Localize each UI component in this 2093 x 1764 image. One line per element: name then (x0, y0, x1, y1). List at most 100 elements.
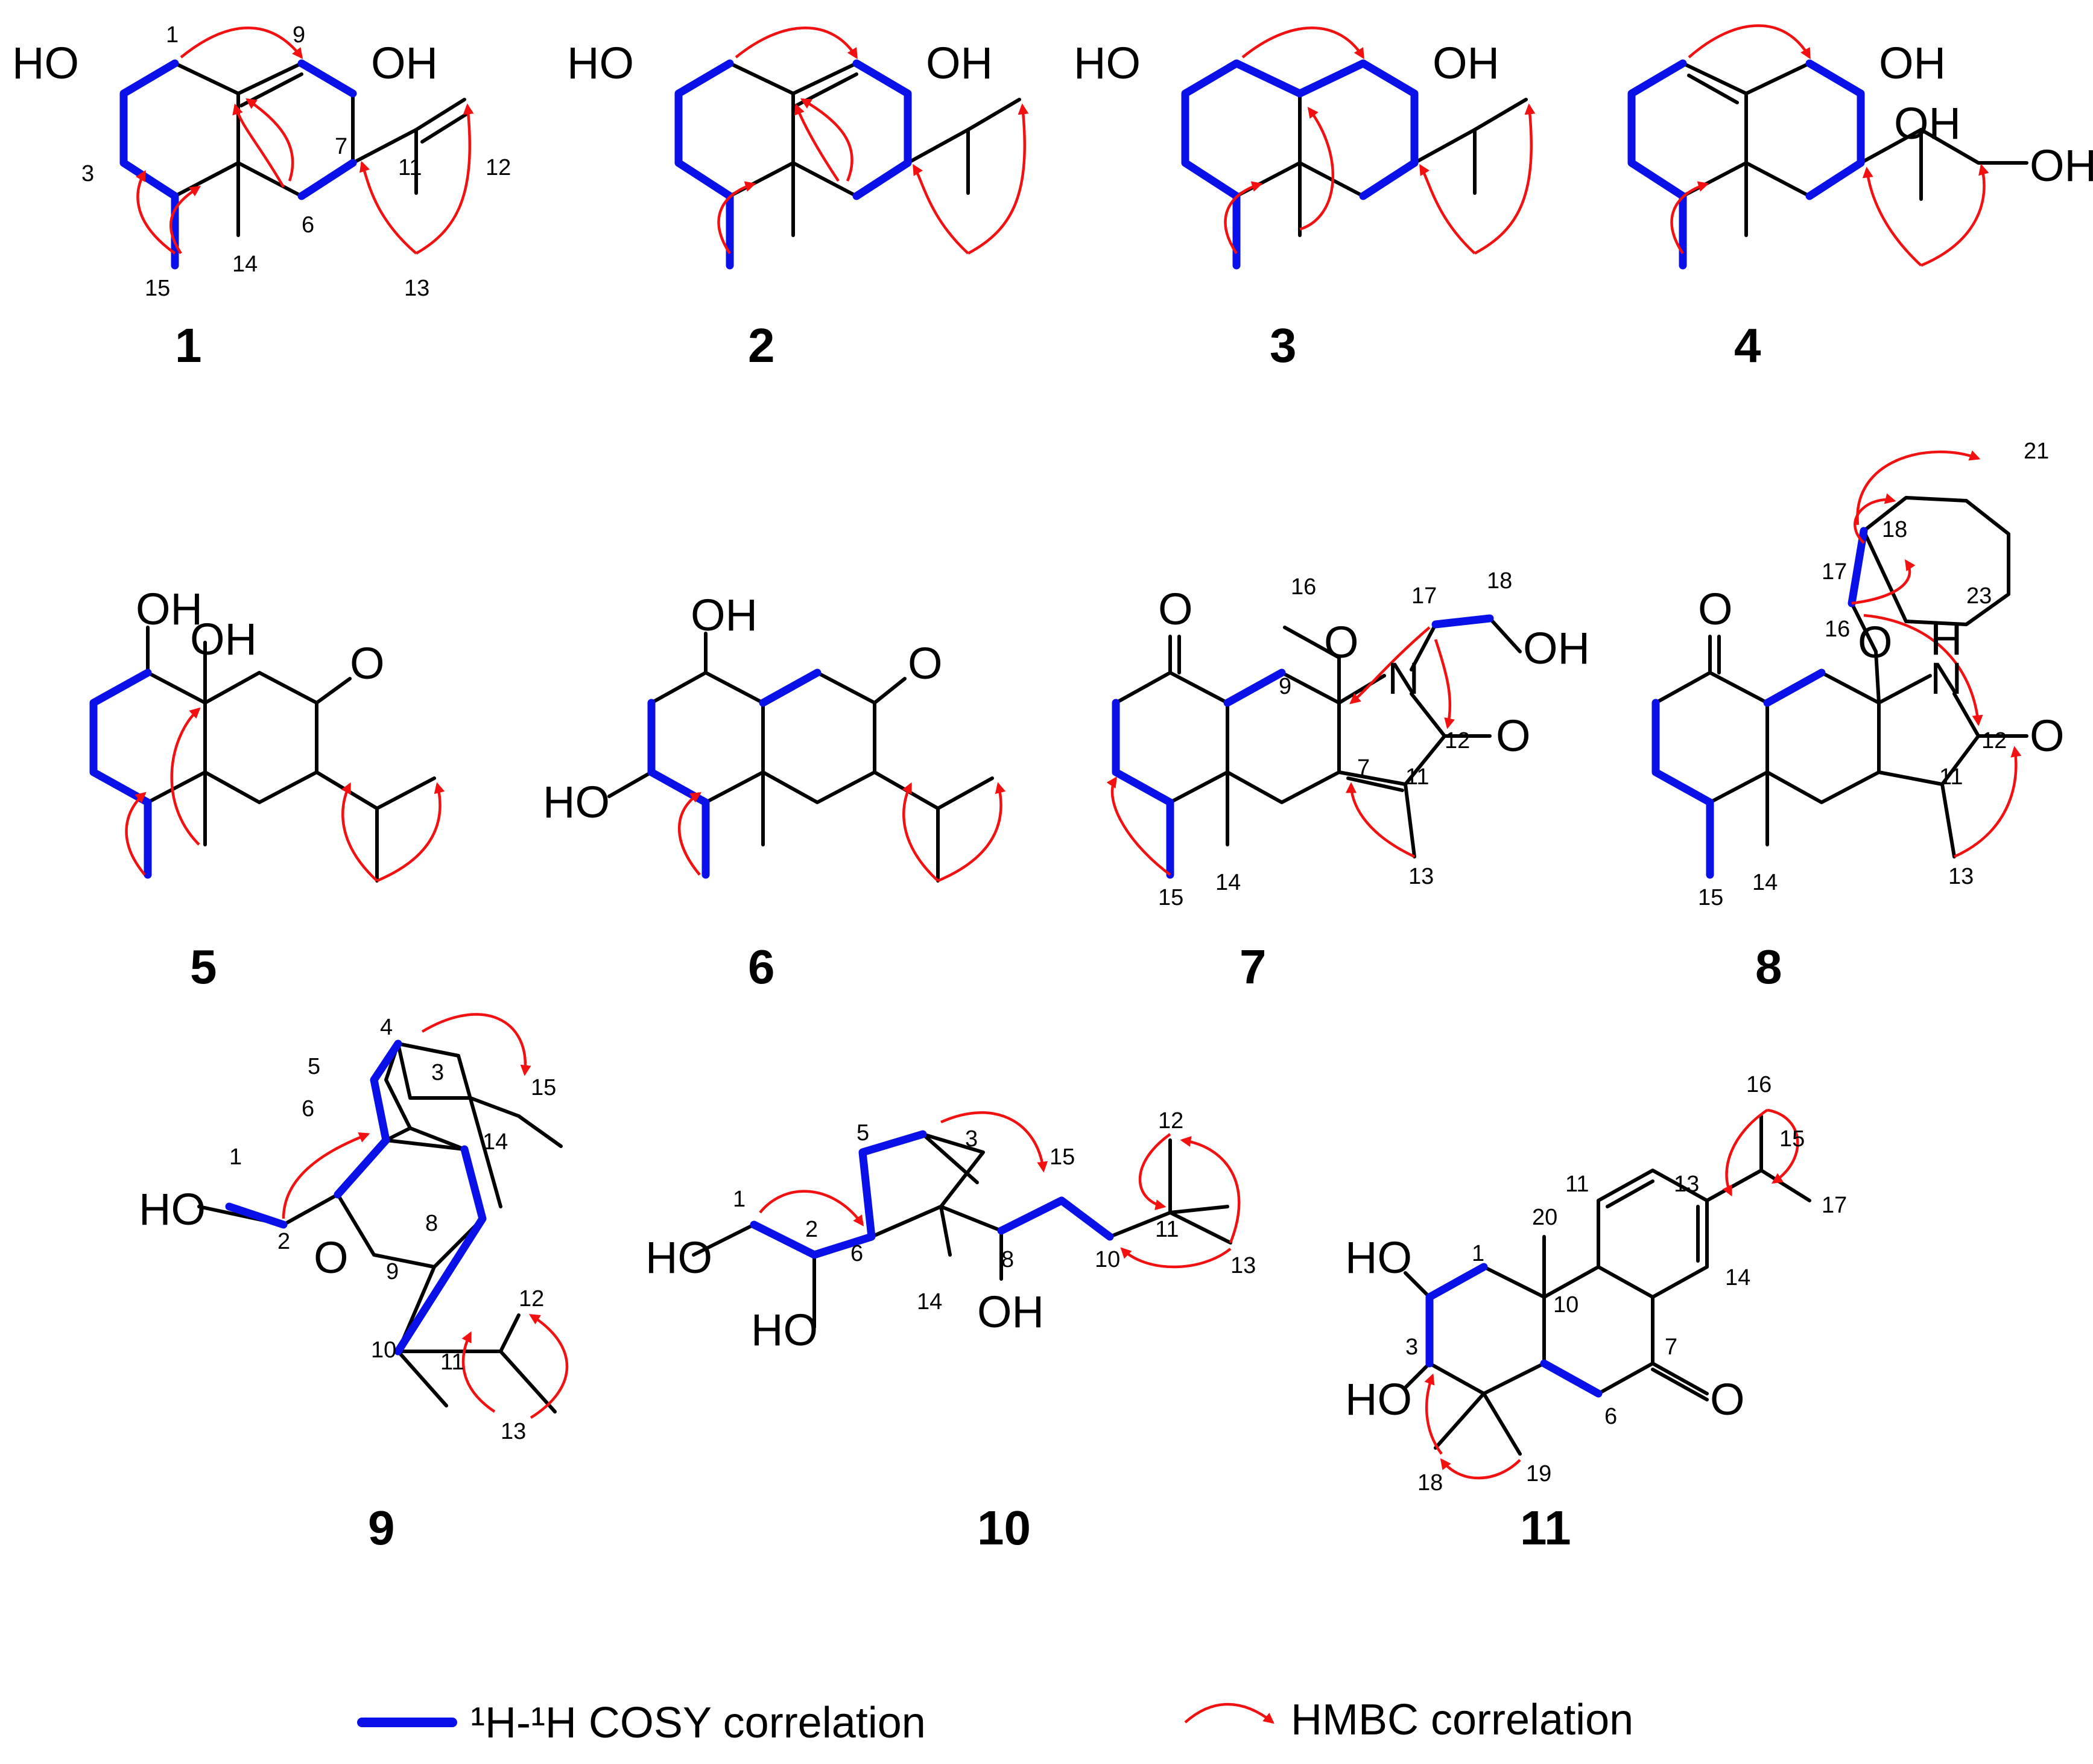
c8-num: 17 (1822, 559, 1847, 585)
c3-atom-ho: HO (1074, 38, 1141, 88)
legend: ¹H-¹H COSY correlation HMBC correlation (357, 1696, 1633, 1747)
c7-num: 13 (1408, 864, 1434, 889)
c10-num: 2 (805, 1217, 818, 1242)
c10-num: 12 (1158, 1108, 1183, 1134)
c1-num: 9 (293, 22, 305, 48)
c5-atom-oh: OH (136, 584, 203, 634)
compound-8: O O N H O 21 18 17 23 16 12 11 14 15 13 … (1651, 439, 2065, 994)
c11-atom-ho: HO (1345, 1233, 1412, 1283)
c7-num: 9 (1279, 674, 1291, 699)
compound-10: HO HO OH 5 3 15 1 2 6 12 8 11 10 13 14 1… (645, 1108, 1256, 1555)
c10-num: 10 (1095, 1247, 1120, 1272)
c6-atom-o: O (908, 638, 943, 688)
c7-num: 14 (1215, 870, 1241, 895)
c1-num: 1 (166, 22, 179, 48)
c9-num: 1 (229, 1144, 242, 1170)
c4-atom-oh: OH (2030, 141, 2093, 191)
c10-num: 14 (917, 1289, 942, 1315)
c8-num: 18 (1882, 517, 1907, 542)
c1-num: 12 (486, 155, 511, 180)
c11-num: 16 (1746, 1072, 1772, 1097)
compound-5: OH OH O 5 (89, 584, 445, 994)
c2-atom-oh: OH (926, 38, 993, 88)
c11-num: 13 (1674, 1172, 1699, 1197)
c10-atom-ho: HO (645, 1233, 712, 1283)
c2-atom-ho: HO (567, 38, 634, 88)
c3-atom-oh: OH (1433, 38, 1499, 88)
c9-atom-ho: HO (139, 1184, 206, 1234)
c11-num: 11 (1565, 1172, 1589, 1197)
c7-num: 12 (1445, 728, 1470, 754)
c1-atom-oh: OH (371, 38, 438, 88)
cosy-legend-label: ¹H-¹H COSY correlation (470, 1699, 926, 1747)
hmbc-legend-swatch (1184, 1702, 1274, 1724)
c11-num: 10 (1553, 1292, 1578, 1318)
c8-num: 15 (1698, 885, 1723, 910)
c1-num: 14 (232, 252, 258, 277)
c7-num: 18 (1487, 568, 1512, 594)
c1-num: 15 (145, 276, 170, 301)
c10-num: 3 (965, 1126, 978, 1152)
compound-label: 8 (1755, 940, 1782, 994)
c8-atom-o: O (2030, 711, 2065, 761)
c9-num: 11 (440, 1350, 464, 1375)
c10-num: 15 (1050, 1144, 1075, 1170)
c7-atom-n: N (1387, 653, 1419, 703)
c7-atom-o: O (1496, 711, 1531, 761)
compound-label: 5 (190, 940, 217, 994)
c9-num: 4 (380, 1015, 393, 1040)
c9-num: 14 (483, 1129, 508, 1155)
compound-label: 10 (977, 1501, 1031, 1555)
compound-11: HO HO O 16 15 17 11 13 20 1 10 14 3 7 6 … (1345, 1072, 1847, 1555)
c7-atom-o: O (1158, 584, 1193, 634)
compound-1: HO OH 1 9 3 7 11 12 6 14 15 13 1 (12, 22, 511, 372)
c1-atom-ho: HO (12, 38, 79, 88)
c9-num: 15 (531, 1075, 556, 1100)
c8-atom-n: N (1930, 653, 1962, 703)
c1-num: 13 (404, 276, 429, 301)
compound-label: 2 (748, 319, 775, 372)
compound-label: 3 (1270, 319, 1297, 372)
c7-num: 15 (1158, 885, 1183, 910)
c9-num: 6 (302, 1096, 314, 1122)
c7-num: 16 (1291, 574, 1316, 600)
c8-atom-h: H (1930, 614, 1962, 664)
c7-atom-o: O (1324, 617, 1359, 667)
c11-atom-ho: HO (1345, 1374, 1412, 1424)
compound-3: HO OH 3 (1074, 27, 1536, 372)
c10-atom-ho: HO (751, 1305, 818, 1355)
c1-num: 6 (302, 212, 314, 238)
c5-atom-o: O (350, 638, 385, 688)
c9-num: 9 (386, 1259, 399, 1284)
c9-atom-o: O (314, 1233, 349, 1283)
c11-atom-o: O (1710, 1374, 1745, 1424)
c7-num: 7 (1357, 755, 1370, 781)
c4-atom-oh: OH (1894, 98, 1961, 148)
c6-atom-oh: OH (691, 590, 758, 640)
c1-num: 11 (398, 155, 422, 180)
compound-9: HO O 4 5 3 15 6 1 14 2 8 9 12 10 11 13 9 (139, 1013, 569, 1555)
c8-num: 21 (2024, 439, 2049, 464)
c10-num: 13 (1230, 1253, 1256, 1278)
c11-num: 14 (1725, 1265, 1750, 1290)
c8-atom-o: O (1698, 584, 1733, 634)
c8-num: 12 (1981, 728, 2007, 754)
c10-num: 8 (1001, 1247, 1014, 1272)
c8-num: 23 (1966, 583, 1992, 609)
compound-label: 9 (368, 1501, 395, 1555)
compound-6: OH HO O 6 (543, 590, 1006, 994)
c9-num: 5 (308, 1054, 320, 1079)
c1-num: 7 (335, 134, 347, 159)
c8-num: 13 (1948, 864, 1974, 889)
c11-num: 15 (1779, 1126, 1805, 1152)
c10-num: 6 (850, 1241, 863, 1266)
c9-num: 3 (431, 1060, 444, 1085)
c8-num: 16 (1825, 617, 1850, 642)
compound-2: HO OH 2 (567, 27, 1029, 372)
c8-num: 11 (1939, 764, 1963, 790)
c9-num: 10 (371, 1337, 396, 1363)
compound-4: OH OH OH 4 (1627, 24, 2093, 372)
c10-atom-oh: OH (977, 1287, 1044, 1337)
compound-7: O O N OH O 16 17 18 9 12 7 11 14 15 13 7 (1106, 568, 1590, 994)
